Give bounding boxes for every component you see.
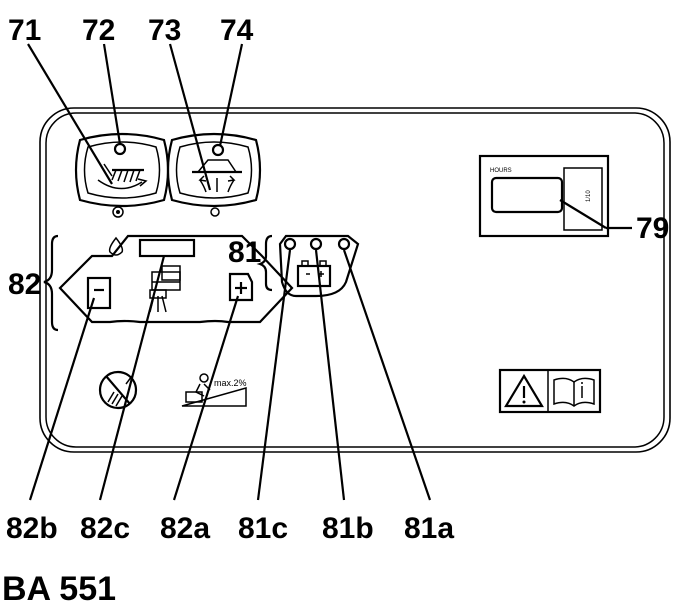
model-label: BA 551 <box>2 570 116 608</box>
callout-82b: 82b <box>6 512 58 545</box>
battery-lamp-a <box>337 237 351 251</box>
leader-lines-bottom <box>28 249 432 501</box>
minus-button[interactable] <box>86 276 112 310</box>
callout-81b: 81b <box>322 512 374 545</box>
callout-81c: 81c <box>238 512 288 545</box>
warning-manual-sticker <box>498 368 602 414</box>
brush-status-lamp <box>112 206 124 218</box>
callout-82a: 82a <box>160 512 210 545</box>
hour-meter-fraction: 1/10 <box>586 190 592 202</box>
vacuum-status-lamp <box>210 207 220 217</box>
slope-label: max.2% <box>214 378 247 388</box>
battery-lamp-b <box>309 237 323 251</box>
callout-82c: 82c <box>80 512 130 545</box>
vacuum-indicator-lamp <box>211 143 225 157</box>
callout-72: 72 <box>82 14 115 47</box>
callout-71: 71 <box>8 14 41 47</box>
callout-81: 81 <box>228 236 261 269</box>
brush-button[interactable] <box>74 132 170 218</box>
plus-button[interactable] <box>228 272 254 302</box>
vacuum-button[interactable] <box>166 132 262 217</box>
callout-79: 79 <box>636 212 669 245</box>
leader-lines-top <box>27 43 244 191</box>
battery-lamp-c <box>283 237 297 251</box>
leader-79 <box>559 199 607 229</box>
battery-indicator: 81 <box>228 234 360 298</box>
hour-meter: HOURS 1/10 <box>478 154 610 238</box>
vacuum-icon <box>192 159 242 193</box>
warning-triangle-icon <box>504 373 544 408</box>
detergent-dosing-control: 82 <box>8 234 294 332</box>
callout-82: 82 <box>8 268 41 301</box>
callout-73: 73 <box>148 14 181 47</box>
hour-meter-label: HOURS <box>490 168 512 174</box>
read-manual-icon <box>553 377 595 407</box>
drop-icon <box>108 236 124 256</box>
dosing-display <box>138 238 196 258</box>
callout-81a: 81a <box>404 512 454 545</box>
callout-74: 74 <box>220 14 254 47</box>
brush-icon <box>97 163 148 190</box>
